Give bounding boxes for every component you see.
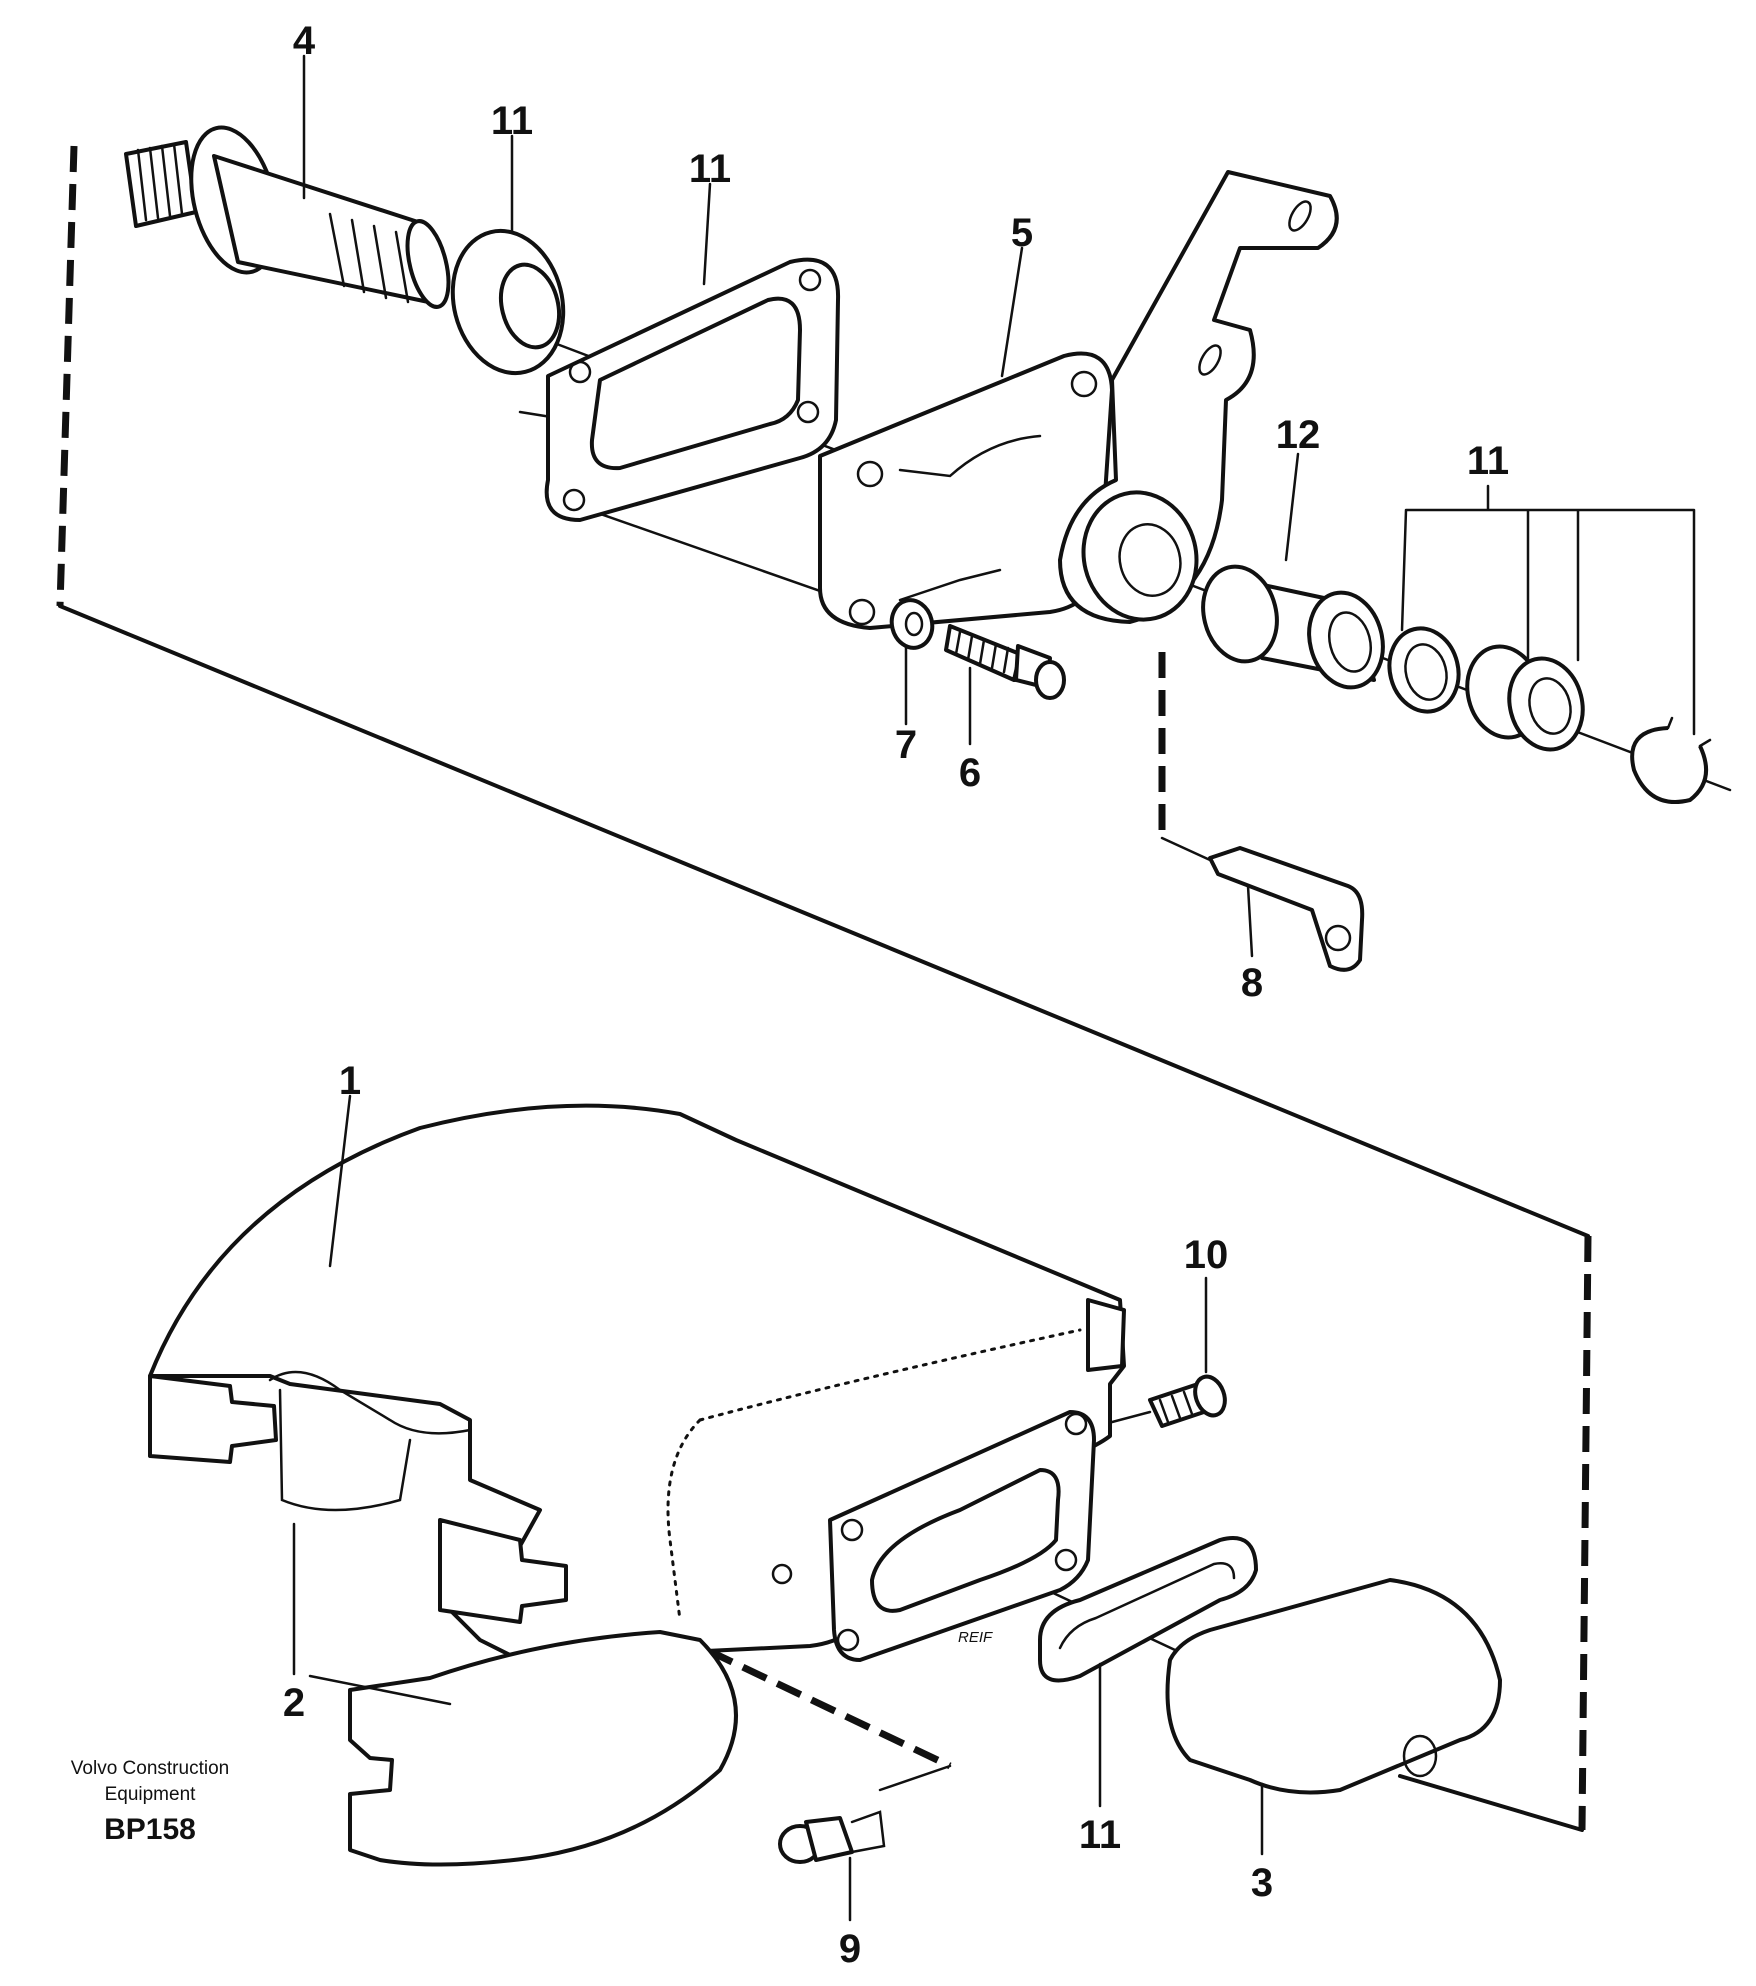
- part-5-lever-housing: [818, 170, 1339, 630]
- caption-company-line2: Equipment: [104, 1784, 196, 1805]
- part-11-seal-ring: [450, 228, 566, 376]
- part-7-washer: [889, 598, 935, 650]
- callout-11-ring-set: 11: [1467, 439, 1509, 483]
- leader-lines: [292, 54, 1696, 1922]
- caption-company-line1: Volvo Construction: [70, 1758, 230, 1779]
- callout-5: 5: [1011, 211, 1033, 255]
- part-3-cover: [1165, 1578, 1502, 1795]
- part-4-shaft: [124, 125, 451, 309]
- callout-8: 8: [1241, 961, 1263, 1005]
- callout-6: 6: [959, 751, 981, 795]
- callout-3: 3: [1251, 1861, 1273, 1905]
- callout-labels: 4 11 11 5 12 11 7 6 8 1 10 2 11 3 9: [283, 19, 1509, 1971]
- caption-diagram-code: BP158: [104, 1813, 196, 1846]
- callout-1: 1: [339, 1059, 361, 1103]
- part-8-bracket: [1208, 846, 1365, 972]
- callout-11-o-ring: 11: [1079, 1813, 1121, 1857]
- callout-10: 10: [1184, 1233, 1229, 1277]
- part-11-o-ring: [1038, 1536, 1258, 1683]
- part-11-gasket: [544, 257, 841, 522]
- callout-7: 7: [895, 723, 917, 767]
- part-10-plug: [1148, 1374, 1227, 1428]
- callout-4: 4: [293, 19, 316, 63]
- part-1-main-housing: REIF: [148, 1103, 1126, 1662]
- callout-11-gasket: 11: [689, 147, 731, 191]
- part-12-bushing: [1201, 564, 1385, 690]
- callout-9: 9: [839, 1927, 861, 1971]
- part-stamp: REIF: [958, 1629, 993, 1646]
- part-6-bolt: [944, 624, 1066, 700]
- callout-11-seal-ring: 11: [491, 99, 533, 143]
- callout-2: 2: [283, 1681, 305, 1725]
- part-9-grease-nipple: [778, 1810, 886, 1864]
- publisher-caption: Volvo Construction Equipment BP158: [30, 1756, 270, 1850]
- callout-12: 12: [1276, 413, 1321, 457]
- part-2-plate: [348, 1630, 738, 1867]
- part-11-ring-set: [1387, 626, 1712, 804]
